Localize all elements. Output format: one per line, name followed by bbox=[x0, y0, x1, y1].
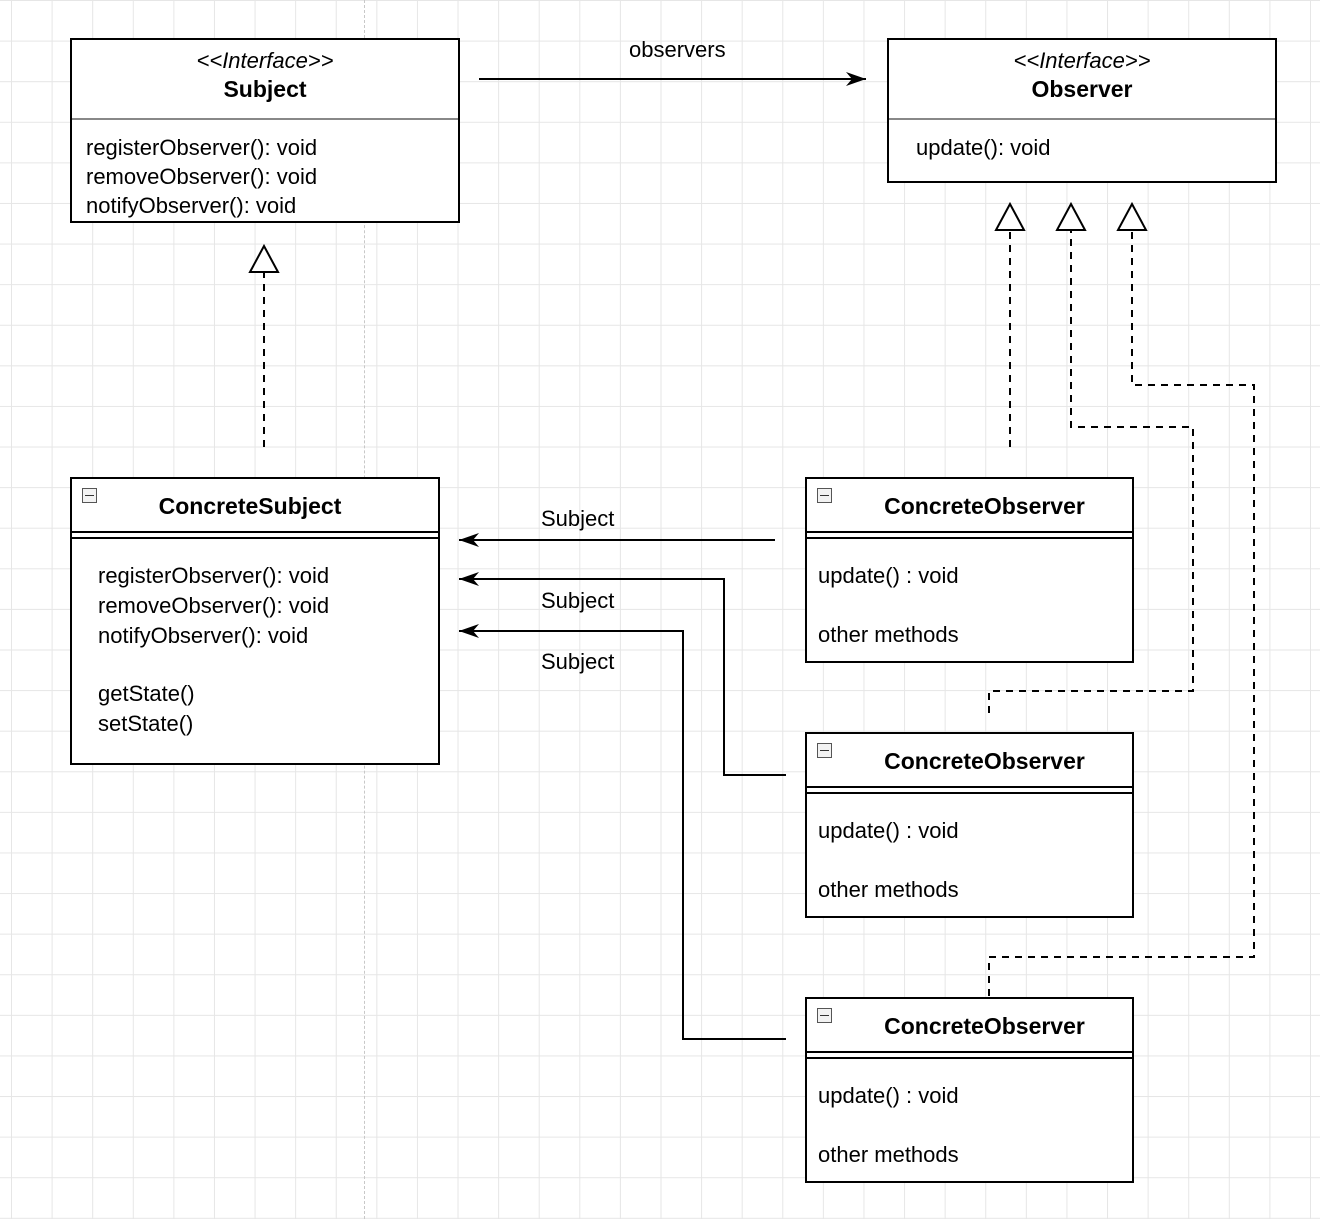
observer-interface-divider bbox=[889, 118, 1275, 120]
concrete-observer-divider bbox=[807, 1057, 1132, 1059]
concrete-subject-state-method: setState() bbox=[98, 711, 194, 736]
subject-interface-divider bbox=[72, 118, 458, 120]
concrete-observer-box[interactable]: ConcreteObserver update() : void other m… bbox=[805, 477, 1134, 663]
subject-stereotype: <<Interface>> bbox=[196, 48, 334, 73]
subject-ref-label: Subject bbox=[541, 506, 615, 531]
realization-line-observer-2 bbox=[988, 231, 1194, 713]
concrete-observer-divider bbox=[807, 1051, 1132, 1053]
realization-line-observer-3 bbox=[988, 231, 1255, 996]
realization-triangle-observer-2 bbox=[1055, 201, 1087, 231]
concrete-observer-other: other methods bbox=[818, 622, 959, 647]
concrete-subject-name: ConcreteSubject bbox=[158, 493, 342, 519]
concrete-subject-box[interactable]: ConcreteSubject registerObserver(): void… bbox=[70, 477, 440, 765]
concrete-subject-divider bbox=[72, 537, 438, 539]
subject-ref-label: Subject bbox=[541, 649, 615, 674]
concrete-observer-other: other methods bbox=[818, 1142, 959, 1167]
concrete-observer-method: update() : void bbox=[818, 1083, 959, 1108]
observer-method: update(): void bbox=[916, 135, 1051, 160]
subject-method: registerObserver(): void bbox=[86, 135, 318, 160]
concrete-observer-other: other methods bbox=[818, 877, 959, 902]
realization-triangle-observer-1 bbox=[994, 201, 1026, 231]
observer-interface-name: Observer bbox=[1031, 76, 1133, 102]
concrete-observer-name: ConcreteObserver bbox=[884, 1013, 1085, 1039]
subject-method: notifyObserver(): void bbox=[86, 193, 297, 218]
observer-stereotype: <<Interface>> bbox=[1013, 48, 1151, 73]
subject-interface-box[interactable]: <<Interface>> Subject registerObserver()… bbox=[70, 38, 460, 223]
realization-triangle-subject bbox=[248, 243, 280, 273]
collapse-icon[interactable] bbox=[817, 743, 832, 758]
collapse-icon[interactable] bbox=[82, 488, 97, 503]
observer-interface-box[interactable]: <<Interface>> Observer update(): void bbox=[887, 38, 1277, 183]
concrete-observer-name: ConcreteObserver bbox=[884, 493, 1085, 519]
concrete-observer-method: update() : void bbox=[818, 818, 959, 843]
concrete-observer-divider bbox=[807, 537, 1132, 539]
subject-ref-arrow-2 bbox=[459, 572, 786, 776]
concrete-observer-name: ConcreteObserver bbox=[884, 748, 1085, 774]
realization-triangle-observer-3 bbox=[1116, 201, 1148, 231]
subject-interface-name: Subject bbox=[223, 76, 307, 102]
collapse-icon[interactable] bbox=[817, 1008, 832, 1023]
collapse-icon[interactable] bbox=[817, 488, 832, 503]
concrete-observer-method: update() : void bbox=[818, 563, 959, 588]
concrete-observer-box[interactable]: ConcreteObserver update() : void other m… bbox=[805, 997, 1134, 1183]
concrete-subject-method: notifyObserver(): void bbox=[98, 623, 309, 648]
concrete-observer-box[interactable]: ConcreteObserver update() : void other m… bbox=[805, 732, 1134, 918]
concrete-subject-state-method: getState() bbox=[98, 681, 195, 706]
subject-ref-arrow-3 bbox=[459, 624, 786, 1040]
subject-method: removeObserver(): void bbox=[86, 164, 318, 189]
concrete-subject-method: registerObserver(): void bbox=[98, 563, 330, 588]
concrete-observer-divider bbox=[807, 786, 1132, 788]
association-label: observers bbox=[629, 37, 726, 62]
concrete-subject-method: removeObserver(): void bbox=[98, 593, 330, 618]
subject-ref-label: Subject bbox=[541, 588, 615, 613]
concrete-subject-divider bbox=[72, 531, 438, 533]
concrete-observer-divider bbox=[807, 792, 1132, 794]
concrete-observer-divider bbox=[807, 531, 1132, 533]
